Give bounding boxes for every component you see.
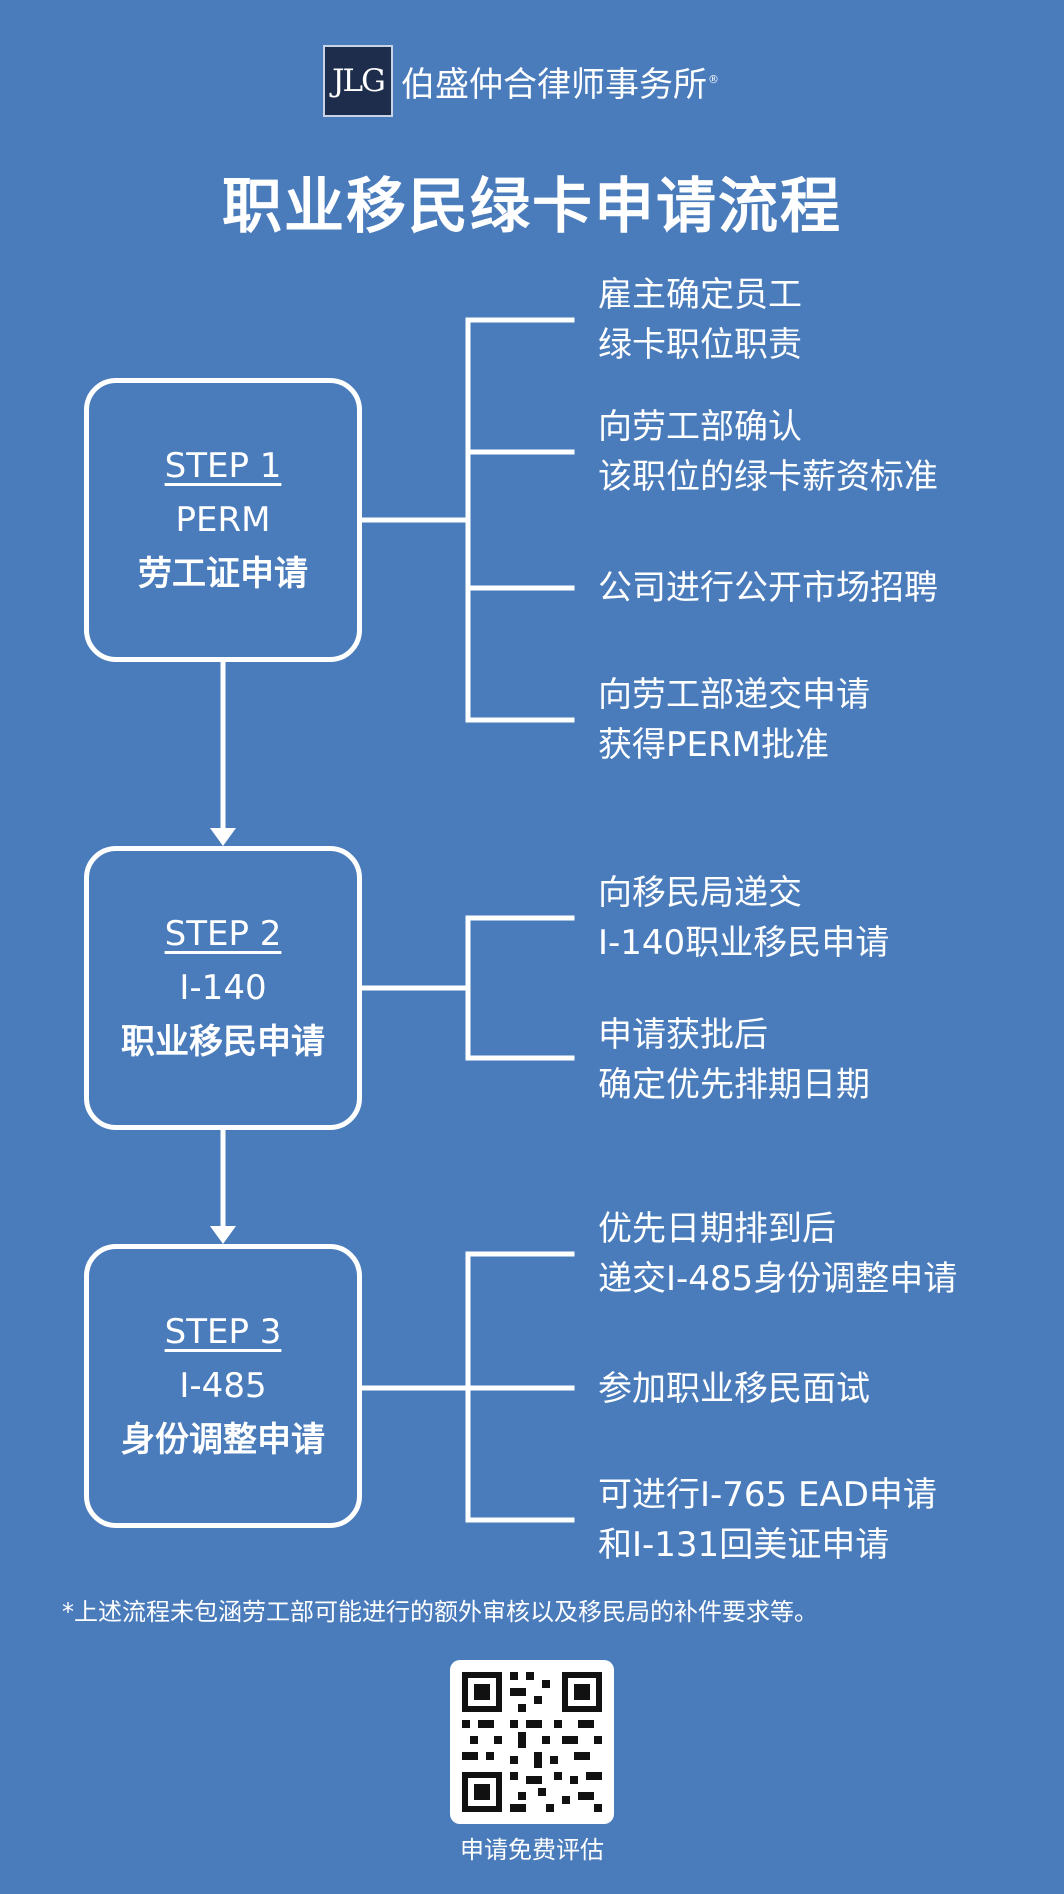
step1-item-1-line-1: 雇主确定员工 xyxy=(598,275,802,315)
step1-item-2-line-1: 向劳工部确认 xyxy=(598,407,802,447)
qr-caption: 申请免费评估 xyxy=(460,1836,604,1864)
step1-label: STEP 1 xyxy=(164,446,282,486)
step1-item-2: 向劳工部确认 该职位的绿卡薪资标准 xyxy=(598,402,938,502)
step1-item-1: 雇主确定员工 绿卡职位职责 xyxy=(598,270,802,370)
qr-code[interactable] xyxy=(450,1660,614,1824)
registered-mark: ® xyxy=(708,73,719,87)
step1-item-4-line-2: 获得PERM批准 xyxy=(598,725,829,765)
step3-item-3: 可进行I-765 EAD申请 和I-131回美证申请 xyxy=(598,1470,937,1570)
logo-mark: JLG xyxy=(323,45,393,117)
step3-item-1-line-1: 优先日期排到后 xyxy=(598,1209,836,1249)
firm-logo: JLG 伯盛仲合律师事务所® xyxy=(323,45,719,117)
step2-item-1: 向移民局递交 I-140职业移民申请 xyxy=(598,868,889,968)
step3-item-3-line-2: 和I-131回美证申请 xyxy=(598,1525,890,1565)
step2-item-2-line-1: 申请获批后 xyxy=(598,1015,768,1055)
qr-code-graphic xyxy=(462,1672,602,1812)
step2-label: STEP 2 xyxy=(164,914,282,954)
step3-item-1: 优先日期排到后 递交I-485身份调整申请 xyxy=(598,1204,957,1304)
step1-code: PERM xyxy=(175,500,271,540)
step3-item-2-line-1: 参加职业移民面试 xyxy=(598,1369,870,1409)
step2-item-2: 申请获批后 确定优先排期日期 xyxy=(598,1010,870,1110)
step3-item-3-line-1: 可进行I-765 EAD申请 xyxy=(598,1475,937,1515)
step3-box: STEP 3 I-485 身份调整申请 xyxy=(84,1244,362,1528)
step1-item-3-line-1: 公司进行公开市场招聘 xyxy=(598,568,938,608)
step3-item-2: 参加职业移民面试 xyxy=(598,1364,870,1414)
arrowhead-step2 xyxy=(210,828,236,846)
footnote: *上述流程未包涵劳工部可能进行的额外审核以及移民局的补件要求等。 xyxy=(62,1598,818,1626)
step2-name: 职业移民申请 xyxy=(121,1022,325,1062)
step3-item-1-line-2: 递交I-485身份调整申请 xyxy=(598,1259,958,1299)
step3-code: I-485 xyxy=(179,1366,267,1406)
step2-item-2-line-2: 确定优先排期日期 xyxy=(598,1065,870,1105)
step1-item-2-line-2: 该职位的绿卡薪资标准 xyxy=(598,457,938,497)
step3-label: STEP 3 xyxy=(164,1312,282,1352)
arrowhead-step3 xyxy=(210,1226,236,1244)
step1-item-1-line-2: 绿卡职位职责 xyxy=(598,325,802,365)
step1-box: STEP 1 PERM 劳工证申请 xyxy=(84,378,362,662)
step1-item-4-line-1: 向劳工部递交申请 xyxy=(598,675,870,715)
firm-name: 伯盛仲合律师事务所® xyxy=(401,57,719,106)
step2-code: I-140 xyxy=(179,968,267,1008)
step2-item-1-line-1: 向移民局递交 xyxy=(598,873,802,913)
step1-name: 劳工证申请 xyxy=(138,554,308,594)
page-title: 职业移民绿卡申请流程 xyxy=(222,172,842,242)
step3-name: 身份调整申请 xyxy=(121,1420,325,1460)
step1-item-3: 公司进行公开市场招聘 xyxy=(598,563,938,613)
step2-box: STEP 2 I-140 职业移民申请 xyxy=(84,846,362,1130)
firm-name-text: 伯盛仲合律师事务所 xyxy=(401,64,707,105)
step2-item-1-line-2: I-140职业移民申请 xyxy=(598,923,890,963)
step1-item-4: 向劳工部递交申请 获得PERM批准 xyxy=(598,670,870,770)
